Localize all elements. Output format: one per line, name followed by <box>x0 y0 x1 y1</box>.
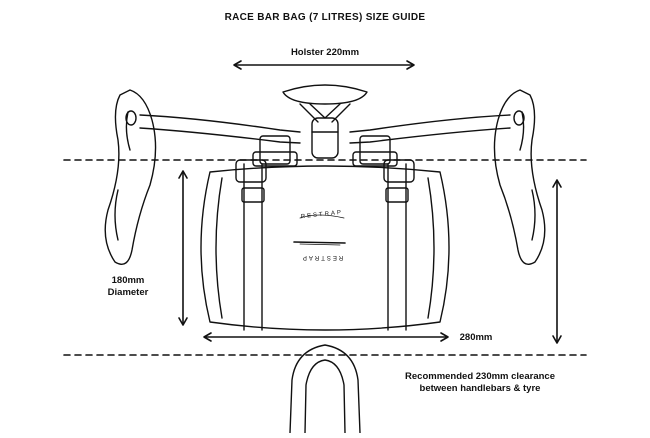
clearance-line-1: Recommended 230mm clearance <box>405 371 555 382</box>
holster-straps <box>252 135 398 167</box>
clearance-arrow <box>552 179 562 344</box>
bar-bag <box>200 159 450 331</box>
holster-label: Holster 220mm <box>290 47 360 58</box>
logo-top: RESTRAP <box>301 210 344 220</box>
diameter-caption: Diameter <box>107 287 149 298</box>
clearance-line-2: between handlebars & tyre <box>419 383 541 394</box>
bag-width-label: 280mm <box>459 332 493 343</box>
holster-width-arrow <box>233 60 415 70</box>
diameter-value: 180mm <box>111 275 145 286</box>
stem-mount <box>282 84 368 159</box>
diameter-label: 180mm Diameter <box>88 275 168 299</box>
guide-lines <box>63 159 587 356</box>
logo-bottom: RESTRAP <box>301 254 343 260</box>
clearance-label: Recommended 230mm clearance between hand… <box>380 371 580 395</box>
page-title: RACE BAR BAG (7 LITRES) SIZE GUIDE <box>224 12 426 23</box>
handlebar-left <box>104 89 301 265</box>
bag-width-arrow <box>203 332 449 342</box>
handlebar-right <box>349 89 546 265</box>
tyre-outline <box>289 344 361 434</box>
diameter-arrow <box>178 170 188 326</box>
